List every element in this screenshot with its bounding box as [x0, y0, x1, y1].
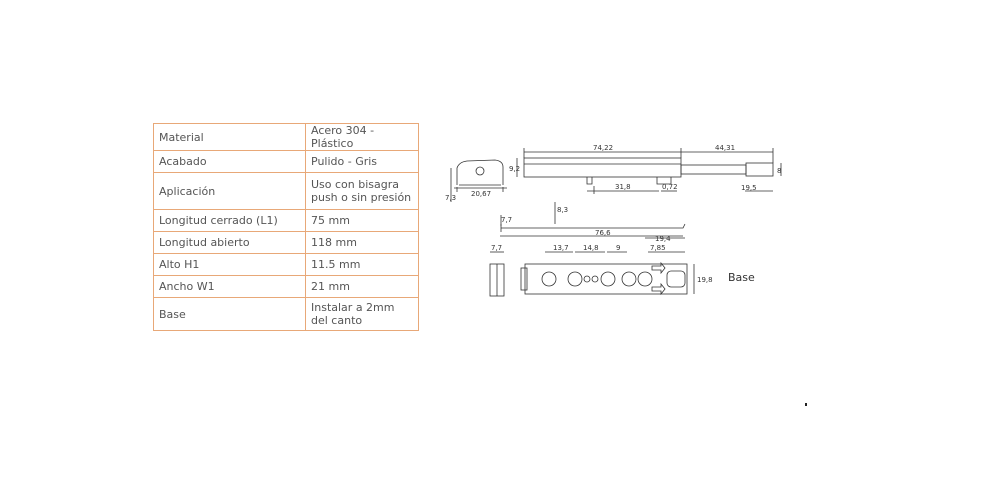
- spec-row: Longitud cerrado (L1) 75 mm: [153, 209, 419, 232]
- spec-label: Acabado: [153, 150, 306, 173]
- dim-9: 9: [616, 244, 620, 252]
- spec-value: 11.5 mm: [305, 253, 419, 276]
- spec-label: Base: [153, 297, 306, 331]
- dimension-labels: 74,22 44,31 9,2 8 31,8 0,72 19,5 20,67 7…: [445, 144, 781, 284]
- dim-74-22: 74,22: [593, 144, 613, 152]
- dim-13-7: 13,7: [553, 244, 569, 252]
- dim-31-8: 31,8: [615, 183, 631, 191]
- spec-value: Acero 304 - Plástico: [305, 123, 419, 151]
- spec-value: 21 mm: [305, 275, 419, 298]
- dim-8-3: 8,3: [557, 206, 568, 214]
- dim-19-5: 19,5: [741, 184, 757, 192]
- spec-label: Material: [153, 123, 306, 151]
- stray-mark: [805, 403, 807, 406]
- dim-7-7-b: 7,7: [491, 244, 502, 252]
- dim-7-7-a: 7,7: [501, 216, 512, 224]
- dim-19-4: 19,4: [655, 235, 671, 243]
- dim-20-67: 20,67: [471, 190, 491, 198]
- dim-9-2: 9,2: [509, 165, 520, 173]
- side-profile-view: [450, 159, 507, 202]
- spec-row: Ancho W1 21 mm: [153, 275, 419, 298]
- spec-row: Material Acero 304 - Plástico: [153, 123, 419, 151]
- top-profile-view: [516, 148, 782, 194]
- spec-value: 118 mm: [305, 231, 419, 254]
- spec-row: Longitud abierto 118 mm: [153, 231, 419, 254]
- base-top-view: [489, 237, 695, 297]
- spec-label: Ancho W1: [153, 275, 306, 298]
- spec-label: Longitud cerrado (L1): [153, 209, 306, 232]
- dim-7-85: 7,85: [650, 244, 666, 252]
- dim-44-31: 44,31: [715, 144, 735, 152]
- spec-value: 75 mm: [305, 209, 419, 232]
- dim-19-8: 19,8: [697, 276, 713, 284]
- spec-row: Acabado Pulido - Gris: [153, 150, 419, 173]
- spec-value: Pulido - Gris: [305, 150, 419, 173]
- spec-row: Alto H1 11.5 mm: [153, 253, 419, 276]
- spec-row: Base Instalar a 2mm del canto: [153, 297, 419, 331]
- spec-table: Material Acero 304 - Plástico Acabado Pu…: [153, 123, 419, 331]
- dim-7-3: 7,3: [445, 194, 456, 202]
- dim-14-8: 14,8: [583, 244, 599, 252]
- spec-value: Uso con bisagra push o sin presión: [305, 172, 419, 210]
- technical-drawing: 74,22 44,31 9,2 8 31,8 0,72 19,5 20,67 7…: [445, 144, 782, 297]
- base-label: Base: [728, 271, 755, 284]
- spec-value: Instalar a 2mm del canto: [305, 297, 419, 331]
- dim-0-72: 0,72: [662, 183, 678, 191]
- spec-label: Longitud abierto: [153, 231, 306, 254]
- dim-76-6: 76,6: [595, 229, 611, 237]
- spec-row: Aplicación Uso con bisagra push o sin pr…: [153, 172, 419, 210]
- dim-8: 8: [777, 167, 781, 175]
- spec-label: Alto H1: [153, 253, 306, 276]
- base-side-view: [500, 202, 686, 237]
- spec-label: Aplicación: [153, 172, 306, 210]
